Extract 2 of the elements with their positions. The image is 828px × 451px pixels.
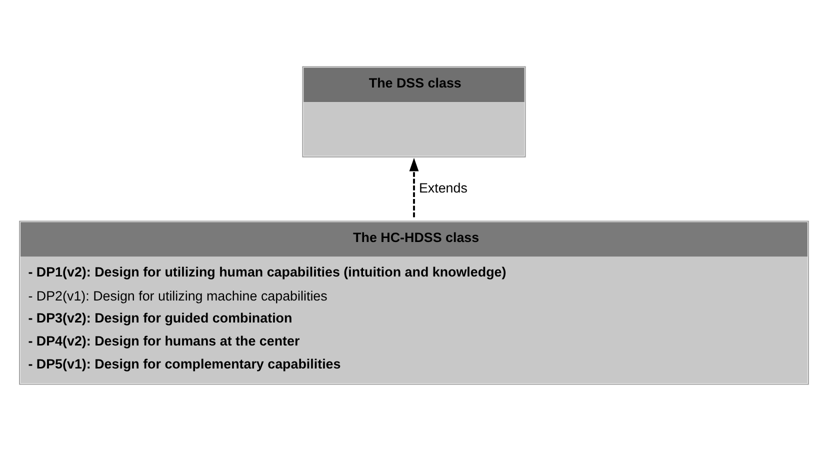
edge-label: Extends xyxy=(418,180,468,196)
arrow xyxy=(409,158,419,218)
